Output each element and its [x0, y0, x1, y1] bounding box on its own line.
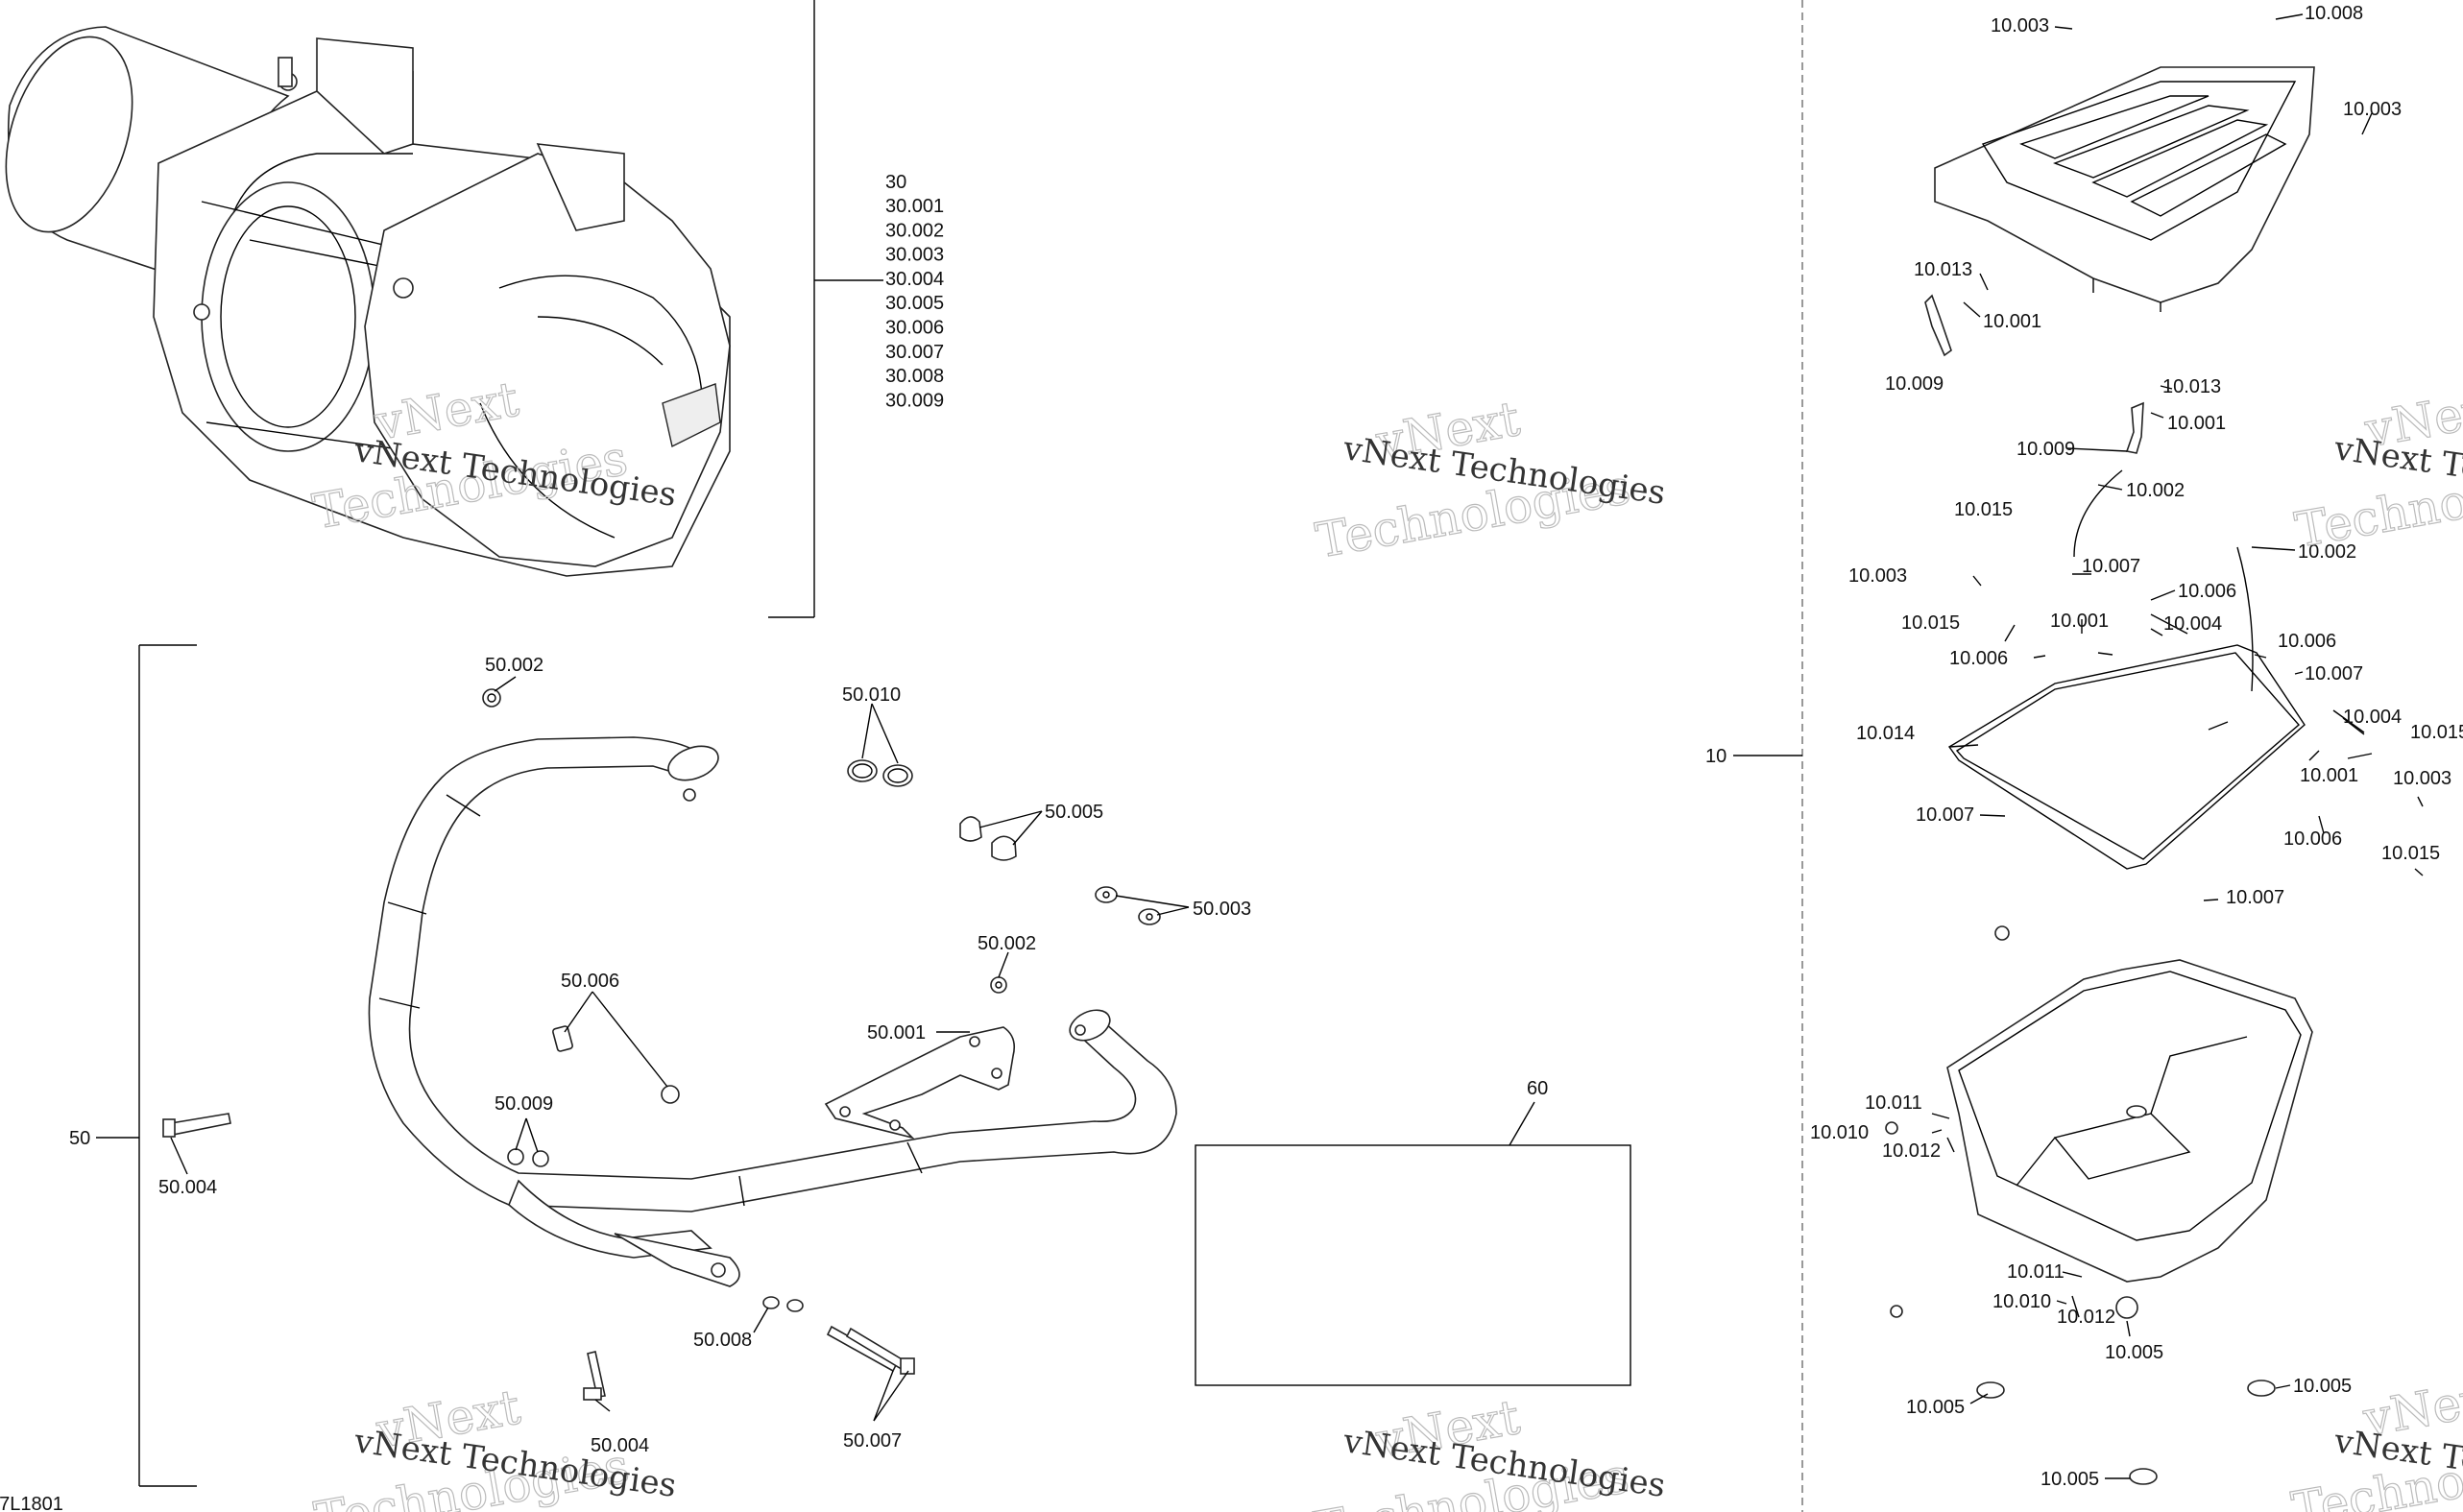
label-10-015: 10.015 [1954, 499, 2013, 520]
label-10-008: 10.008 [2305, 3, 2363, 24]
label-section-30-item: 30.006 [885, 318, 944, 339]
winch-drawing [5, 26, 731, 577]
label-10-007: 10.007 [2082, 556, 2140, 577]
label-50-003: 50.003 [1193, 899, 1251, 920]
bumper-bracket [824, 1026, 1016, 1140]
label-10-013b: 10.013 [2162, 376, 2221, 397]
label-10-014: 10.014 [1856, 723, 1915, 744]
label-10-006: 10.006 [2178, 581, 2236, 602]
bumper-drawing [368, 736, 1177, 1287]
label-10-005d: 10.005 [2040, 1469, 2099, 1490]
label-10-010: 10.010 [1810, 1122, 1869, 1143]
label-section-30-item: 30.009 [885, 390, 944, 411]
label-50-006: 50.006 [561, 971, 619, 992]
label-10-004: 10.004 [2163, 613, 2222, 635]
storage-hardware [1885, 294, 2365, 1485]
section-60-box: 60 [1195, 1078, 1631, 1386]
label-10-002b: 10.002 [2298, 541, 2356, 563]
section-50-callout: 50 [69, 644, 197, 1487]
label-50-008: 50.008 [693, 1330, 752, 1351]
label-10-003c: 10.003 [1848, 565, 1907, 587]
label-50-001: 50.001 [867, 1022, 926, 1044]
label-10-009b: 10.009 [2016, 439, 2075, 460]
label-50-004: 50.004 [158, 1177, 217, 1198]
label-10-001d: 10.001 [2300, 765, 2358, 786]
label-10-005: 10.005 [2105, 1342, 2163, 1363]
label-10-015b: 10.015 [1901, 612, 1960, 634]
label-10-004b: 10.004 [2343, 707, 2402, 728]
label-10-011: 10.011 [1865, 1092, 1922, 1114]
label-section-30-item: 30.003 [885, 245, 944, 266]
label-10-011b: 10.011 [2007, 1261, 2065, 1283]
drawing-code: 67L1801 [0, 1494, 63, 1512]
label-section-30-item: 30.005 [885, 293, 944, 314]
label-10-006b: 10.006 [2278, 631, 2336, 652]
section-10-labels: 10.003 10.008 10.003 10.013 10.001 10.00… [1810, 3, 2463, 1490]
label-10-010b: 10.010 [1992, 1291, 2051, 1312]
label-10-015c: 10.015 [2410, 722, 2463, 743]
label-10-006d: 10.006 [2283, 828, 2342, 850]
hardware-parts [162, 688, 1161, 1401]
section-30-callout: 30 30.00130.00230.00330.00430.00530.0063… [768, 0, 944, 618]
label-50-004b: 50.004 [591, 1435, 649, 1456]
label-10: 10 [1705, 746, 1727, 767]
storage-seal-drawing [1947, 644, 2306, 870]
label-10-007b: 10.007 [2305, 663, 2363, 684]
label-50-002: 50.002 [485, 655, 543, 676]
label-60: 60 [1527, 1078, 1548, 1099]
label-section-30-item: 30.001 [885, 196, 944, 217]
section-50-labels: 50.002 50.010 50.005 50.003 50.002 50.00… [158, 655, 1251, 1456]
label-10-001b: 10.001 [2167, 413, 2226, 434]
label-10-001c: 10.001 [2050, 611, 2109, 632]
section-10-leaders [1931, 13, 2424, 1479]
label-section-30-item: 30.002 [885, 220, 944, 241]
label-10-001: 10.001 [1983, 311, 2041, 332]
label-50-010: 50.010 [842, 684, 901, 706]
label-10-007d: 10.007 [2226, 887, 2284, 908]
label-section-30-item: 30.008 [885, 366, 944, 387]
storage-tub-drawing [1946, 959, 2313, 1283]
label-50-009: 50.009 [495, 1093, 553, 1115]
label-50: 50 [69, 1128, 90, 1149]
label-50-005: 50.005 [1045, 802, 1103, 823]
label-10-015d: 10.015 [2381, 843, 2440, 864]
label-10-005b: 10.005 [2293, 1376, 2352, 1397]
label-section-30-item: 30.004 [885, 269, 944, 290]
label-50-002b: 50.002 [978, 933, 1036, 954]
section-50-leaders [170, 676, 1190, 1422]
label-10-012: 10.012 [1882, 1140, 1941, 1162]
label-50-007: 50.007 [843, 1430, 902, 1452]
label-30: 30 [885, 172, 906, 193]
section-10-callout: 10 [1705, 746, 1802, 767]
section-30-part-list: 30.001 30.002 30.003 30.004 30.005 30.006 30.0… [885, 196, 944, 411]
label-10-009: 10.009 [1885, 373, 1944, 395]
label-section-30-item: 30.007 [885, 342, 944, 363]
label-10-012b: 10.012 [2057, 1307, 2115, 1328]
label-10-005c: 10.005 [1906, 1397, 1965, 1418]
label-10-013: 10.013 [1914, 259, 1972, 280]
storage-lid-drawing [1934, 66, 2315, 312]
label-10-002: 10.002 [2126, 480, 2185, 501]
label-10-003d: 10.003 [2393, 768, 2451, 789]
label-10-003b: 10.003 [2343, 99, 2402, 120]
label-10-007c: 10.007 [1916, 804, 1974, 826]
label-10-006c: 10.006 [1949, 648, 2008, 669]
label-10-003: 10.003 [1991, 15, 2049, 36]
